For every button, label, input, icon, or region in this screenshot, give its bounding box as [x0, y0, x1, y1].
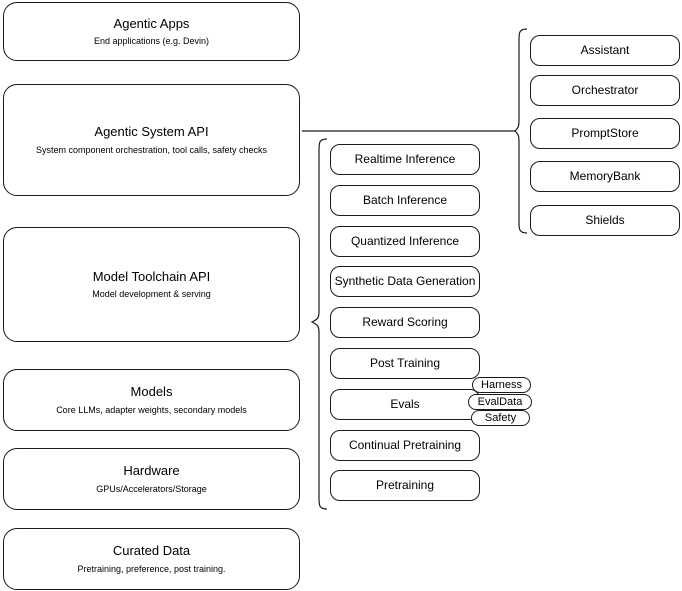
toolchain-item-label: Synthetic Data Generation	[334, 274, 476, 288]
system-item-memorybank[interactable]: MemoryBank	[530, 161, 680, 192]
layer-models[interactable]: Models Core LLMs, adapter weights, secon…	[3, 369, 300, 431]
system-item-label: PromptStore	[571, 126, 639, 140]
evals-badge-label: EvalData	[477, 395, 523, 408]
system-item-label: MemoryBank	[569, 169, 641, 183]
evals-badge-harness[interactable]: Harness	[472, 377, 531, 393]
toolchain-item-post-training[interactable]: Post Training	[330, 348, 480, 379]
layer-title: Curated Data	[112, 543, 191, 559]
layer-subtitle: System component orchestration, tool cal…	[35, 144, 268, 155]
system-item-label: Shields	[585, 213, 625, 227]
toolchain-item-pretraining[interactable]: Pretraining	[330, 470, 480, 501]
layer-title: Agentic Apps	[113, 15, 190, 31]
evals-badge-label: Harness	[481, 378, 522, 391]
toolchain-item-reward-scoring[interactable]: Reward Scoring	[330, 307, 480, 338]
layer-subtitle: End applications (e.g. Devin)	[93, 36, 210, 46]
toolchain-item-synthetic-data-generation[interactable]: Synthetic Data Generation	[330, 266, 480, 297]
layer-agentic-system-api[interactable]: Agentic System API System component orch…	[3, 84, 300, 196]
system-item-promptstore[interactable]: PromptStore	[530, 118, 680, 149]
toolchain-item-label: Post Training	[369, 356, 441, 370]
layer-title: Models	[130, 384, 173, 400]
evals-badge-safety[interactable]: Safety	[471, 410, 530, 426]
system-item-label: Orchestrator	[571, 83, 639, 97]
layer-title: Hardware	[123, 463, 180, 479]
evals-badge-evaldata[interactable]: EvalData	[468, 394, 532, 410]
toolchain-item-evals[interactable]: Evals	[330, 389, 480, 420]
system-item-assistant[interactable]: Assistant	[530, 35, 680, 66]
layer-subtitle: Core LLMs, adapter weights, secondary mo…	[56, 404, 247, 415]
layer-hardware[interactable]: Hardware GPUs/Accelerators/Storage	[3, 448, 300, 510]
layer-title: Agentic System API	[94, 124, 209, 140]
toolchain-item-label: Evals	[390, 397, 420, 411]
system-item-label: Assistant	[580, 43, 630, 57]
layer-title: Model Toolchain API	[92, 268, 211, 284]
layer-subtitle: GPUs/Accelerators/Storage	[96, 483, 207, 494]
toolchain-item-continual-pretraining[interactable]: Continual Pretraining	[330, 430, 480, 461]
toolchain-item-realtime-inference[interactable]: Realtime Inference	[330, 144, 480, 175]
system-item-orchestrator[interactable]: Orchestrator	[530, 75, 680, 106]
layer-curated-data[interactable]: Curated Data Pretraining, preference, po…	[3, 528, 300, 590]
layer-subtitle: Pretraining, preference, post training.	[77, 563, 226, 574]
toolchain-item-quantized-inference[interactable]: Quantized Inference	[330, 226, 480, 257]
toolchain-item-label: Continual Pretraining	[348, 438, 462, 452]
brace-system-components	[514, 28, 528, 234]
layer-model-toolchain-api[interactable]: Model Toolchain API Model development & …	[3, 227, 300, 342]
layer-subtitle: Model development & serving	[92, 289, 211, 299]
toolchain-item-label: Quantized Inference	[350, 234, 460, 248]
layer-agentic-apps[interactable]: Agentic Apps End applications (e.g. Devi…	[3, 2, 300, 61]
toolchain-item-batch-inference[interactable]: Batch Inference	[330, 185, 480, 216]
toolchain-item-label: Realtime Inference	[354, 152, 456, 166]
brace-toolchain-components	[310, 138, 328, 510]
toolchain-item-label: Batch Inference	[362, 193, 448, 207]
toolchain-item-label: Reward Scoring	[362, 315, 448, 329]
system-item-shields[interactable]: Shields	[530, 205, 680, 236]
toolchain-item-label: Pretraining	[375, 478, 435, 492]
evals-badge-label: Safety	[484, 411, 517, 424]
